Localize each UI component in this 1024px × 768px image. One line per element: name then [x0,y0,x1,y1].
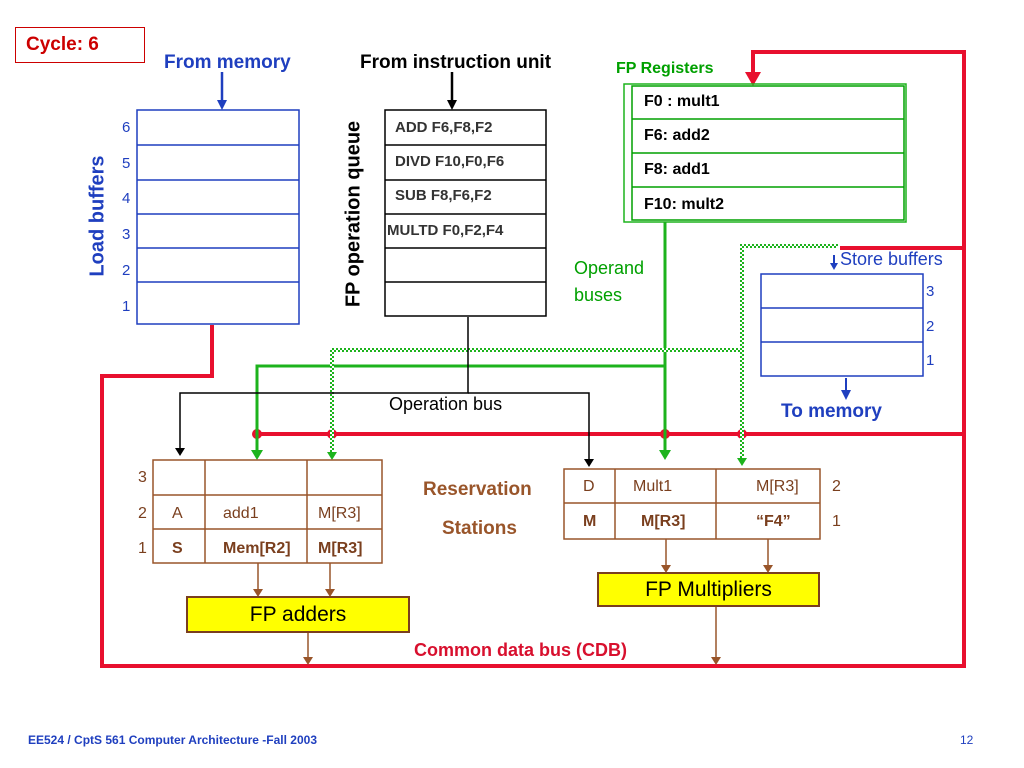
cdb-arrow [745,72,761,86]
load-buffers-box [136,109,300,325]
load-buffer-num: 3 [122,226,131,243]
fp-registers-box [623,83,907,223]
page-number: 12 [960,733,974,747]
fp-multipliers-unit: FP Multipliers [597,572,820,607]
fp-register: F10: mult2 [644,196,725,213]
mult-rs-q: M[R3] [641,513,686,530]
fp-queue-box [384,109,547,317]
load-buffer-num: 1 [122,298,131,315]
rs-to-unit-arrows [257,539,769,660]
mult-rs-num: 1 [832,513,841,530]
mult-rs-op: D [583,478,595,495]
fp-registers-label: FP Registers [616,60,714,77]
store-buffer-num: 2 [926,318,935,335]
queue-entry: ADD F6,F8,F2 [395,119,493,136]
operation-bus-label: Operation bus [389,394,503,414]
fp-register: F6: add2 [644,127,710,144]
store-buffers-label: Store buffers [840,249,943,269]
store-buffer-num: 1 [926,352,935,369]
store-buffer-num: 3 [926,283,935,300]
cycle-label: Cycle: 6 [15,27,145,63]
to-memory-label: To memory [781,401,883,422]
buses-label: buses [574,285,623,305]
fp-operation-queue-label: FP operation queue [342,120,365,308]
from-instruction-unit-label: From instruction unit [360,52,552,73]
adder-rs-num: 1 [138,540,147,557]
queue-entry: DIVD F10,F0,F6 [395,153,505,170]
store-buffers-box [760,273,924,377]
reservation-label: Reservation [423,479,532,500]
adder-rs-grid [152,459,383,564]
cdb-bus [100,50,966,668]
fp-adders-unit: FP adders [186,596,410,633]
load-buffer-num: 4 [122,190,131,207]
mult-rs-grid [563,468,821,540]
operand-bus-solid [255,222,667,455]
adder-rs-num: 2 [138,505,147,522]
queue-entry: MULTD F0,F2,F4 [387,222,504,239]
fp-register: F0 : mult1 [644,93,720,110]
course-footer: EE524 / CptS 561 Computer Architecture -… [28,733,317,747]
load-buffers-label: Load buffers [86,155,109,277]
adder-rs-op: S [172,540,183,557]
mult-rs-v: M[R3] [756,478,799,495]
adder-rs-v: M[R3] [318,505,361,522]
mult-rs-num: 2 [832,478,841,495]
load-buffer-num: 6 [122,119,131,136]
mult-rs-op: M [583,513,597,530]
operand-bus-dotted [330,244,838,462]
adder-rs-op: A [172,505,183,522]
adder-rs-num: 3 [138,469,147,486]
operation-bus [179,317,590,462]
adder-rs-q: Mem[R2] [223,540,291,557]
load-buffer-num: 5 [122,155,131,172]
mult-rs-q: Mult1 [633,478,673,495]
adder-rs-v: M[R3] [318,540,363,557]
fp-register: F8: add1 [644,161,710,178]
queue-entry: SUB F8,F6,F2 [395,187,492,204]
operand-label: Operand [574,258,645,278]
adder-rs-q: add1 [223,505,259,522]
cdb-label: Common data bus (CDB) [414,640,627,660]
stations-label: Stations [442,518,517,539]
from-memory-label: From memory [164,52,291,73]
load-buffer-num: 2 [122,262,131,279]
mult-rs-v: “F4” [756,513,791,530]
